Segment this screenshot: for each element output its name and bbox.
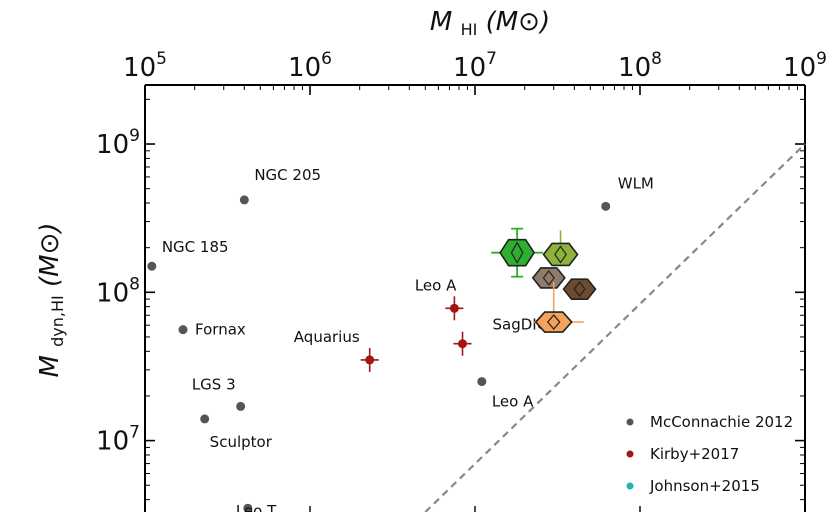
highlight-marker-inner	[573, 281, 586, 298]
highlight-marker	[562, 278, 597, 300]
highlight-marker-inner	[546, 314, 561, 330]
reference-dashed-line	[424, 143, 806, 512]
point-label-sculptor: Sculptor	[210, 433, 273, 451]
mcconnachie-data-point	[477, 377, 487, 387]
mcconnachie-data-point	[601, 201, 611, 211]
highlight-marker-inner	[542, 269, 555, 286]
highlight-marker	[531, 267, 566, 289]
legend-label: Kirby+2017	[650, 445, 739, 463]
top-axis-title-unit: (M⊙)	[486, 7, 551, 37]
mcconnachie-data-point	[243, 503, 253, 512]
legend-label: Johnson+2015	[649, 477, 760, 495]
mcconnachie-data-point	[147, 261, 157, 271]
highlight-marker-body	[542, 242, 579, 267]
point-label: SagDIG	[493, 316, 549, 334]
top-axis-tick-label: 107	[453, 49, 497, 83]
highlight-marker-inner	[554, 245, 567, 264]
highlight-marker-orange	[534, 311, 573, 333]
highlight-marker-inner	[510, 241, 524, 264]
y-axis-title: M dyn,HI (M⊙)	[35, 222, 70, 377]
point-label: Fornax	[195, 321, 246, 339]
y-axis-tick-label: 108	[96, 274, 140, 308]
top-axis-title: M HI (M⊙)	[430, 7, 550, 42]
point-label: LGS 3	[192, 375, 236, 393]
kirby-data-point	[449, 303, 459, 313]
legend-marker	[626, 450, 634, 458]
point-label: Leo A	[415, 276, 457, 294]
mcconnachie-data-point	[200, 414, 210, 424]
highlight-marker-light-green	[542, 242, 579, 267]
point-label: WLM	[618, 174, 654, 192]
kirby-data-point	[365, 355, 375, 365]
y-axis-tick-label: 109	[96, 126, 140, 160]
top-axis-tick-label: 109	[783, 49, 827, 83]
legend-label: McConnachie 2012	[650, 413, 793, 431]
top-axis-tick-label: 108	[618, 49, 662, 83]
highlight-marker-body	[562, 278, 597, 300]
top-axis-title-sub: HI	[461, 20, 478, 39]
mcconnachie-data-point	[178, 325, 188, 335]
top-axis-tick-label: 106	[288, 49, 332, 83]
y-axis-title-unit: (M⊙)	[35, 222, 65, 287]
highlight-marker-body	[531, 267, 566, 289]
kirby-data-point	[458, 339, 468, 349]
y-axis-title-sub: dyn,HI	[48, 295, 67, 347]
point-label: NGC 205	[254, 166, 321, 184]
highlight-marker-body	[534, 311, 573, 333]
point-label: NGC 185	[162, 238, 229, 256]
point-label: Leo A	[492, 393, 534, 411]
mcconnachie-data-point	[239, 195, 249, 205]
highlight-marker-body	[499, 238, 536, 267]
point-label: Aquarius	[294, 328, 360, 346]
mcconnachie-data-point	[236, 401, 246, 411]
point-label: Leo T	[236, 502, 277, 512]
highlight-marker-green-large	[499, 238, 536, 267]
y-axis-tick-label: 107	[96, 423, 140, 457]
legend-marker	[626, 482, 634, 490]
legend-marker	[626, 418, 634, 426]
top-axis-tick-label: 105	[123, 49, 167, 83]
